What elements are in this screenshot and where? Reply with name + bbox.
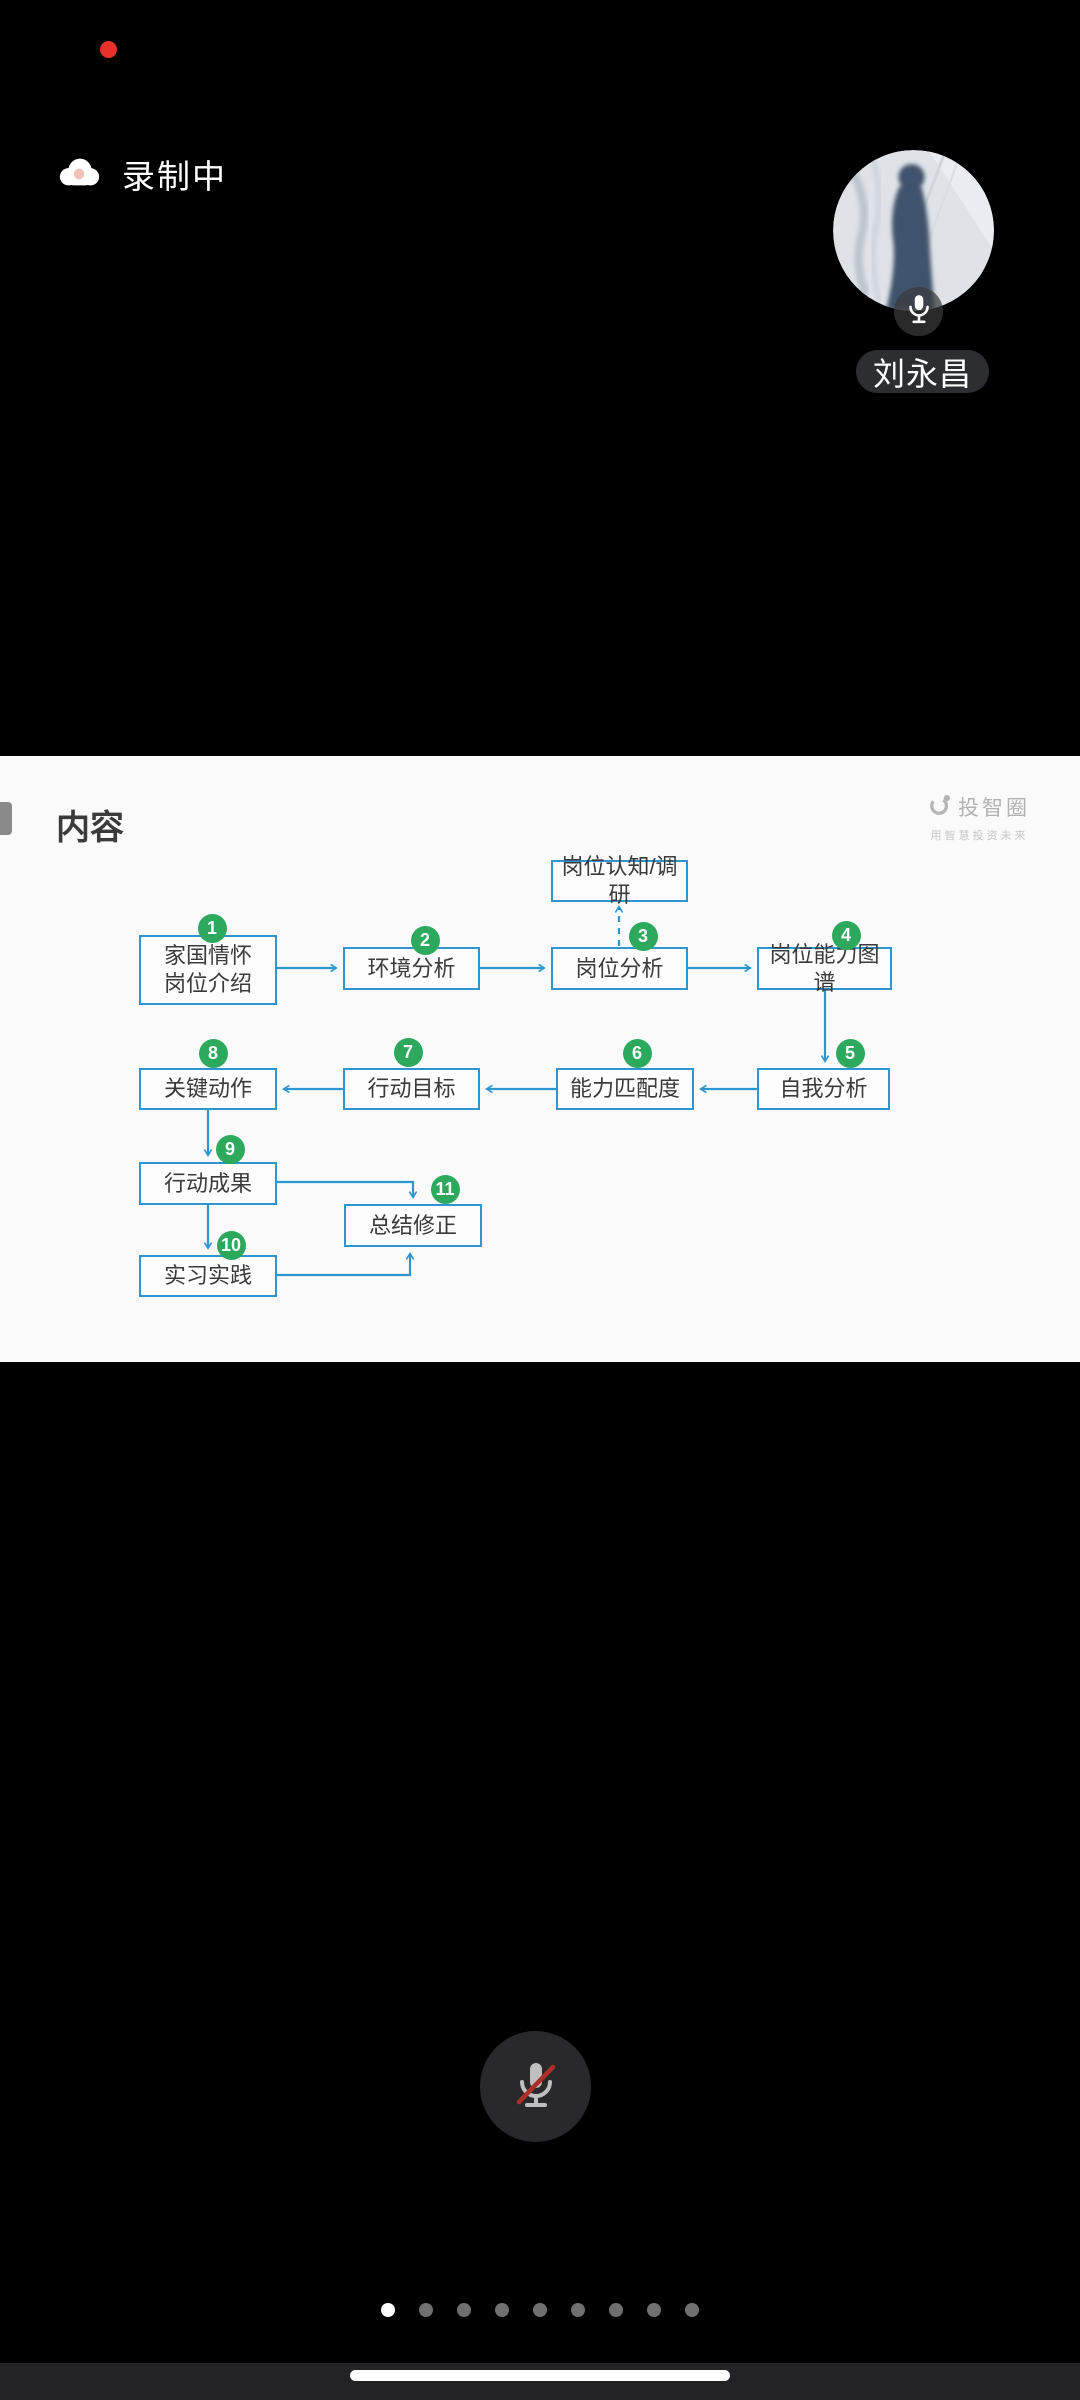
page-dot (495, 2303, 509, 2317)
page-dot (647, 2303, 661, 2317)
page-dot (685, 2303, 699, 2317)
participant-avatar[interactable] (833, 150, 994, 311)
cloud-icon (56, 156, 102, 193)
flow-node-n5: 自我分析 (757, 1068, 890, 1110)
step-number-badge: 7 (393, 1037, 423, 1067)
flow-node-n1: 家国情怀 岗位介绍 (139, 935, 277, 1005)
recording-label: 录制中 (122, 158, 227, 195)
page-dot (533, 2303, 547, 2317)
flow-node-n8: 关键动作 (139, 1068, 277, 1110)
step-number-badge: 11 (430, 1174, 460, 1204)
page-dot (457, 2303, 471, 2317)
page-dot (419, 2303, 433, 2317)
flow-node-n2: 环境分析 (343, 947, 480, 990)
flow-node-n4: 岗位能力图谱 (757, 942, 892, 995)
flow-node-n11: 总结修正 (344, 1204, 482, 1247)
page-indicator (0, 2303, 1080, 2317)
step-number-badge: 3 (628, 921, 658, 951)
participant-name-badge: 刘永昌 (856, 350, 990, 393)
muted-mic-icon (506, 2054, 566, 2119)
home-indicator[interactable] (350, 2370, 730, 2381)
step-number-badge: 5 (835, 1038, 865, 1068)
microphone-icon (906, 293, 932, 330)
step-number-badge: 6 (622, 1038, 652, 1068)
flow-node-n7: 行动目标 (343, 1068, 480, 1110)
step-number-badge: 4 (831, 920, 861, 950)
brand-logo-icon (929, 794, 951, 821)
flow-node-n9: 行动成果 (139, 1162, 277, 1205)
flow-node-n3: 岗位分析 (551, 947, 688, 990)
brand-name: 投智圈 (958, 797, 1030, 820)
flow-node-n6: 能力匹配度 (556, 1068, 694, 1110)
flow-node-n10: 实习实践 (139, 1255, 277, 1297)
page-dot (571, 2303, 585, 2317)
cloud-recording-indicator[interactable]: 录制中 (56, 150, 227, 198)
recording-dot-icon (100, 41, 117, 58)
page-dot-active (381, 2303, 395, 2317)
participant-mic-indicator (894, 287, 943, 336)
step-number-badge: 8 (198, 1038, 228, 1068)
page-dot (609, 2303, 623, 2317)
mute-microphone-button[interactable] (480, 2031, 591, 2142)
step-number-badge: 9 (215, 1134, 245, 1164)
step-number-badge: 1 (197, 913, 227, 943)
screen-share-slide: 内容 投智圈 用智慧投资未来 (0, 756, 1080, 1362)
slide-title: 内容 (56, 809, 124, 847)
step-number-badge: 2 (410, 925, 440, 955)
slide-side-tab (0, 802, 12, 835)
participant-name: 刘永昌 (873, 355, 973, 392)
flowchart-arrows (203, 905, 830, 1277)
brand-tagline: 用智慧投资未来 (930, 830, 1029, 842)
bottom-nav-strip (0, 2363, 1080, 2400)
brand-watermark: 投智圈 用智慧投资未来 (929, 792, 1030, 843)
flow-node-research: 岗位认知/调研 (551, 854, 688, 907)
step-number-badge: 10 (216, 1230, 246, 1260)
